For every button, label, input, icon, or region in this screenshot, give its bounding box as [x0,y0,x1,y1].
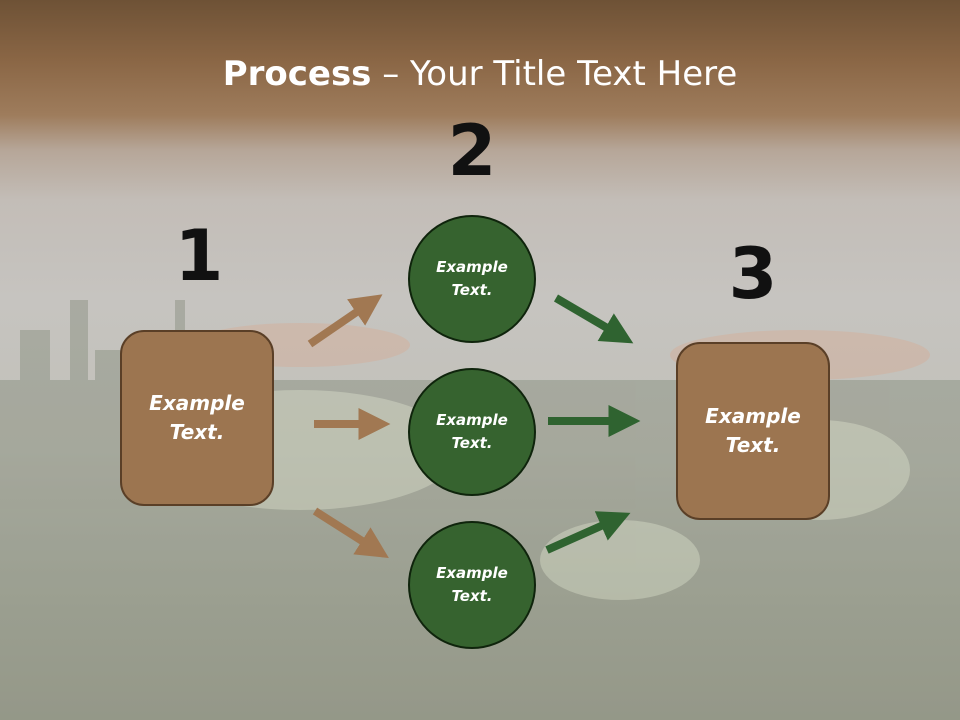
title-rest: – Your Title Text Here [371,54,738,94]
step-2-circle-top-text: Example Text. [436,258,508,299]
arrow-1-to-2a [307,294,383,348]
step-3-text: Example Text. [705,404,801,457]
step-2-circle-middle-text: Example Text. [436,411,508,452]
step-1-box: Example Text. [120,330,274,506]
step-2-circle-bottom-text: Example Text. [436,564,508,605]
step-number-1: 1 [174,215,224,297]
step-2-circle-bottom: Example Text. [408,521,536,649]
slide-title: Process – Your Title Text Here [0,52,960,96]
step-2-circle-top: Example Text. [408,215,536,343]
arrow-2c-to-3 [545,511,631,554]
arrow-2a-to-3 [553,294,634,344]
step-number-3: 3 [728,233,778,315]
step-2-circle-middle: Example Text. [408,368,536,496]
step-3-box: Example Text. [676,342,830,520]
step-number-2: 2 [447,110,497,192]
title-bold: Process [222,54,372,94]
step-1-text: Example Text. [149,391,245,444]
arrow-1-to-2c [312,507,389,559]
